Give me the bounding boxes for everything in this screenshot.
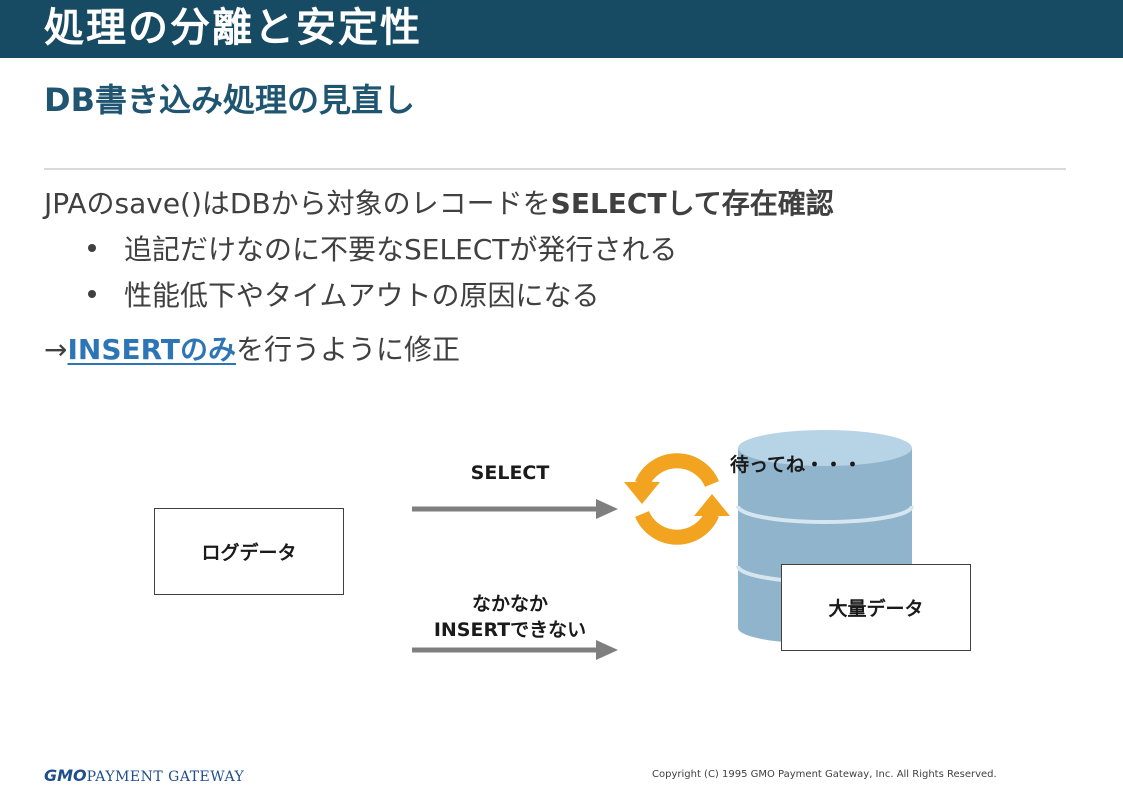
body-line-4-text: を行うように修正 [236,333,461,366]
sync-icon [635,453,719,545]
bullet-dot-icon [88,244,96,252]
body-line-1: JPAのsave()はDBから対象のレコードをSELECTして存在確認 [44,184,834,224]
body-line-4: →INSERTのみを行うように修正 [44,330,460,370]
bullet-item: 追記だけなのに不要なSELECTが発行される [88,230,677,270]
logo-gmo: GMO [44,766,87,785]
insert-arrow [412,640,618,660]
title-bar: 処理の分離と安定性 [0,0,1123,58]
logo-payment-gateway: PAYMENT GATEWAY [86,769,245,785]
body-line-1-bold: SELECTして存在確認 [550,187,834,220]
body-line-1-text: JPAのsave()はDBから対象のレコードを [44,187,551,220]
bulk-data-label: 大量データ [828,598,924,620]
arrow-glyph: → [44,333,68,366]
bulk-data-box: 大量データ [781,564,971,651]
slide-subtitle: DB書き込み処理の見直し [44,81,415,119]
select-arrow [412,499,618,519]
insert-label-line2: INSERTできない [433,619,587,641]
copyright-text: Copyright (C) 1995 GMO Payment Gateway, … [652,769,997,780]
company-logo: GMOPAYMENT GATEWAY [44,766,244,787]
divider [44,168,1066,170]
log-data-label: ログデータ [201,542,297,564]
insert-label: なかなか INSERTできない [400,591,620,643]
sync-arrowheads [624,482,730,516]
slide-title: 処理の分離と安定性 [44,5,422,51]
insert-label-line1: なかなか [471,593,548,615]
log-data-box: ログデータ [154,508,344,595]
wait-label: 待ってね・・・ [730,454,863,476]
select-label: SELECT [470,462,550,484]
insert-only-link[interactable]: INSERTのみ [67,333,237,366]
bullet-item: 性能低下やタイムアウトの原因になる [88,276,599,316]
bullet-text: 追記だけなのに不要なSELECTが発行される [124,233,678,266]
bullet-text: 性能低下やタイムアウトの原因になる [124,279,600,312]
bullet-dot-icon [88,290,96,298]
